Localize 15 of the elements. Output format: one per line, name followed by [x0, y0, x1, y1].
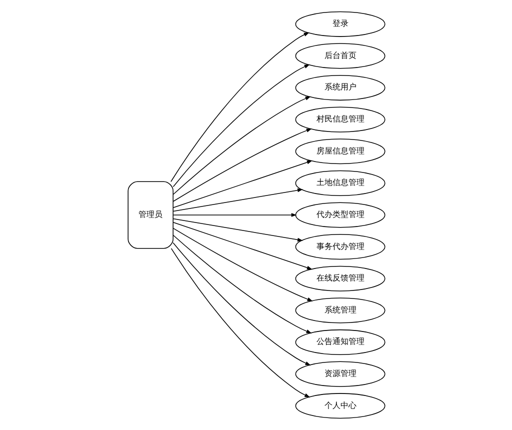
arrow — [172, 160, 312, 208]
arrow — [170, 32, 309, 182]
node-box: 管理员 — [127, 181, 173, 249]
arrow — [172, 218, 302, 242]
arrow — [172, 213, 296, 217]
arrow — [172, 128, 312, 202]
arrow — [170, 248, 310, 398]
arrow — [172, 228, 312, 302]
arrow — [172, 96, 310, 195]
arrow — [172, 64, 310, 188]
arrow — [172, 222, 312, 270]
arrow — [172, 242, 310, 366]
arrow — [172, 234, 312, 334]
node-ellipse: 代办类型管理 — [294, 202, 385, 228]
arrow — [172, 188, 302, 212]
